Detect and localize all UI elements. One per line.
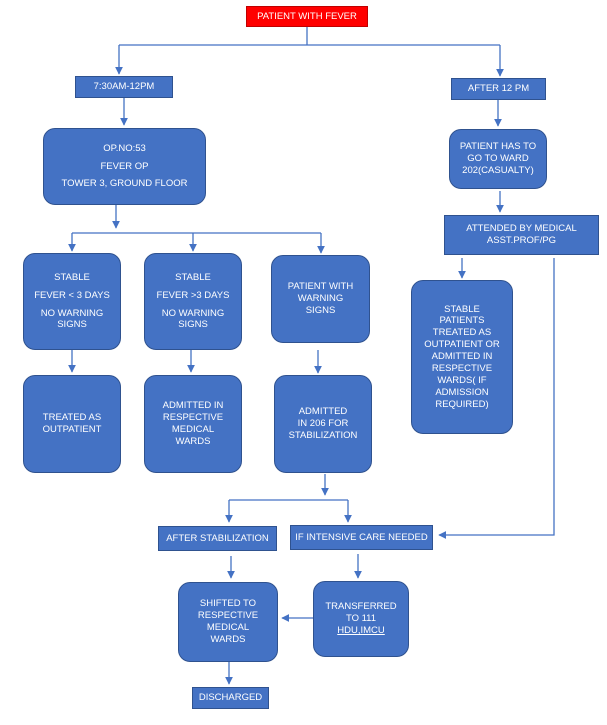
warning-line3: SIGNS [305, 304, 336, 316]
after-stab-text: AFTER STABILIZATION [166, 532, 269, 544]
stable-long-line2: FEVER >3 DAYS [156, 289, 230, 301]
outpatient-line1: TREATED AS [42, 412, 102, 424]
shifted-line3: MEDICAL [206, 622, 250, 633]
stable-patients-line8: ADMISSION [435, 386, 489, 398]
stable-patients-line7: WARDS( IF [437, 374, 487, 386]
node-patient-with-fever-text: PATIENT WITH FEVER [257, 10, 357, 22]
node-attended: ATTENDED BY MEDICAL ASST.PROF/PG [444, 215, 599, 255]
admitted-206-line1: ADMITTED [298, 406, 348, 418]
node-after-stabilization: AFTER STABILIZATION [158, 526, 277, 551]
transferred-line2: TO 111 [345, 613, 377, 625]
warning-line2: WARNING [297, 293, 344, 305]
node-transferred: TRANSFERRED TO 111 HDU,IMCU [313, 581, 409, 657]
admitted-wards-line2: RESPECTIVE [162, 412, 224, 424]
transferred-line1: TRANSFERRED [325, 601, 397, 613]
stable-patients-line5: ADMITTED IN [431, 351, 493, 363]
node-afternoon-text: AFTER 12 PM [467, 83, 530, 95]
stable-patients-line6: RESPECTIVE [431, 362, 493, 374]
node-patient-with-fever: PATIENT WITH FEVER [246, 6, 368, 27]
admitted-wards-line1: ADMITTED IN [162, 400, 224, 412]
stable-short-line2: FEVER < 3 DAYS [34, 289, 110, 301]
ward-202-line2: GO TO WARD [467, 153, 529, 165]
arrow-attended-to-intensive [438, 258, 555, 539]
shifted-line1: SHIFTED TO [199, 598, 257, 610]
outpatient-line2: OUTPATIENT [42, 424, 102, 435]
node-stable-long: STABLE FEVER >3 DAYS NO WARNING SIGNS [144, 253, 242, 350]
node-afternoon: AFTER 12 PM [451, 78, 546, 100]
node-stable-short: STABLE FEVER < 3 DAYS NO WARNING SIGNS [23, 253, 121, 350]
warning-line1: PATIENT WITH [287, 281, 354, 293]
stable-patients-line2: PATIENTS [439, 315, 485, 327]
node-fever-op: OP.NO:53 FEVER OP TOWER 3, GROUND FLOOR [43, 128, 206, 205]
node-stable-patients: STABLE PATIENTS TREATED AS OUTPATIENT OR… [411, 280, 513, 434]
discharged-text: DISCHARGED [198, 692, 263, 704]
attended-line1: ATTENDED BY MEDICAL [466, 223, 577, 235]
stable-short-line1: STABLE [54, 271, 90, 283]
node-intensive-care: IF INTENSIVE CARE NEEDED [290, 525, 433, 550]
attended-line2: ASST.PROF/PG [486, 235, 557, 246]
node-warning-signs: PATIENT WITH WARNING SIGNS [271, 255, 370, 343]
transferred-line3: HDU,IMCU [337, 624, 385, 636]
admitted-206-line3: STABILIZATION [288, 429, 358, 441]
fever-op-line3: TOWER 3, GROUND FLOOR [61, 178, 188, 190]
stable-long-line4: SIGNS [178, 319, 208, 331]
ward-202-line1: PATIENT HAS TO [459, 141, 537, 153]
fever-op-line1: OP.NO:53 [103, 142, 146, 154]
stable-short-line4: SIGNS [57, 319, 87, 331]
admitted-wards-line4: WARDS [175, 435, 211, 447]
admitted-wards-line3: MEDICAL [171, 424, 215, 435]
fever-op-line2: FEVER OP [100, 160, 149, 172]
stable-short-line3: NO WARNING [40, 307, 104, 319]
stable-long-line3: NO WARNING [161, 307, 225, 319]
ward-202-line3: 202(CASUALTY) [462, 164, 534, 176]
node-outpatient: TREATED AS OUTPATIENT [23, 375, 121, 473]
node-discharged: DISCHARGED [192, 687, 269, 709]
admitted-206-line2: IN 206 FOR [297, 418, 349, 430]
node-admitted-wards: ADMITTED IN RESPECTIVE MEDICAL WARDS [144, 375, 242, 473]
stable-patients-line1: STABLE [444, 303, 480, 315]
stable-patients-line9: REQUIRED) [435, 398, 489, 410]
stable-patients-line4: OUTPATIENT OR [424, 339, 500, 351]
stable-long-line1: STABLE [175, 271, 211, 283]
intensive-text: IF INTENSIVE CARE NEEDED [295, 531, 428, 543]
node-ward-202: PATIENT HAS TO GO TO WARD 202(CASUALTY) [449, 129, 547, 189]
node-morning: 7:30AM-12PM [75, 76, 173, 98]
node-shifted: SHIFTED TO RESPECTIVE MEDICAL WARDS [178, 582, 278, 662]
shifted-line4: WARDS [210, 633, 246, 645]
shifted-line2: RESPECTIVE [197, 610, 259, 622]
node-admitted-206: ADMITTED IN 206 FOR STABILIZATION [274, 375, 372, 473]
stable-patients-line3: TREATED AS [432, 327, 492, 339]
node-morning-text: 7:30AM-12PM [93, 81, 155, 93]
